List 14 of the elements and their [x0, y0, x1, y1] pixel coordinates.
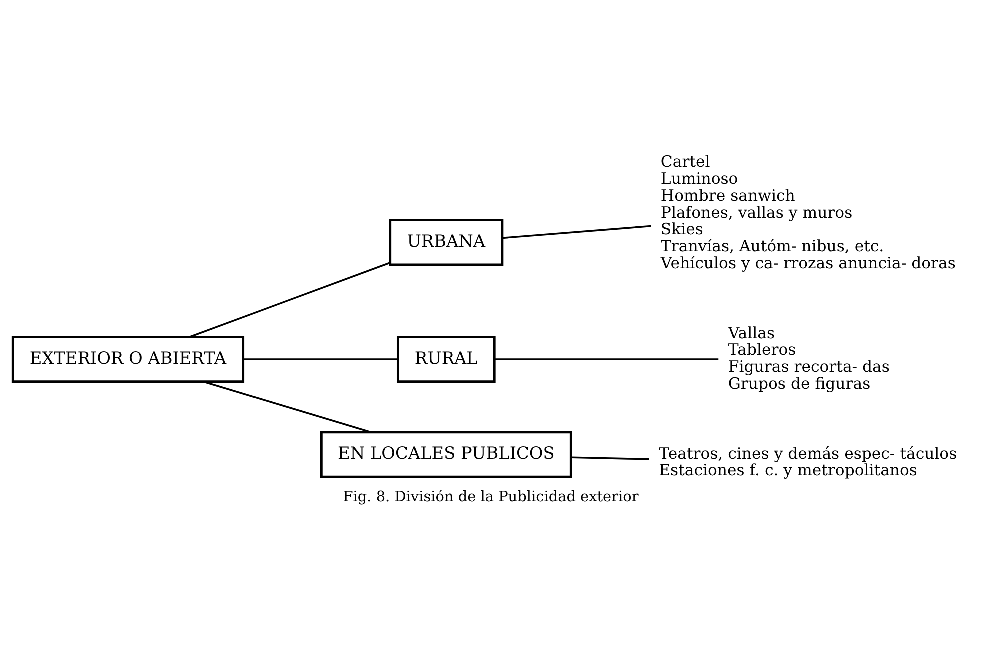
node-box: RURAL: [397, 336, 496, 383]
connector: [203, 380, 372, 433]
node-box: URBANA: [389, 218, 504, 266]
connector: [572, 456, 650, 460]
node-text: Vallas Tableros Figuras recorta- das Grupos de figuras: [728, 322, 890, 392]
connector: [243, 358, 398, 360]
node-box: EN LOCALES PUBLICOS: [320, 430, 572, 478]
node-text: Teatros, cines y demás espec- táculos Estaciones f. c. y metropolitanos: [659, 443, 958, 480]
connector: [190, 262, 390, 338]
node-box: EXTERIOR O ABIERTA: [12, 336, 245, 383]
connector: [502, 224, 652, 239]
connector: [494, 358, 719, 360]
caption: Fig. 8. División de la Publicidad exterior: [343, 488, 639, 505]
node-text: Cartel Luminoso Hombre sanwich Plafones, vallas y muros Skies Tranvías, Autóm- nibus, etc. Vehículos y ca- rrozas anuncia- doras: [660, 152, 956, 272]
